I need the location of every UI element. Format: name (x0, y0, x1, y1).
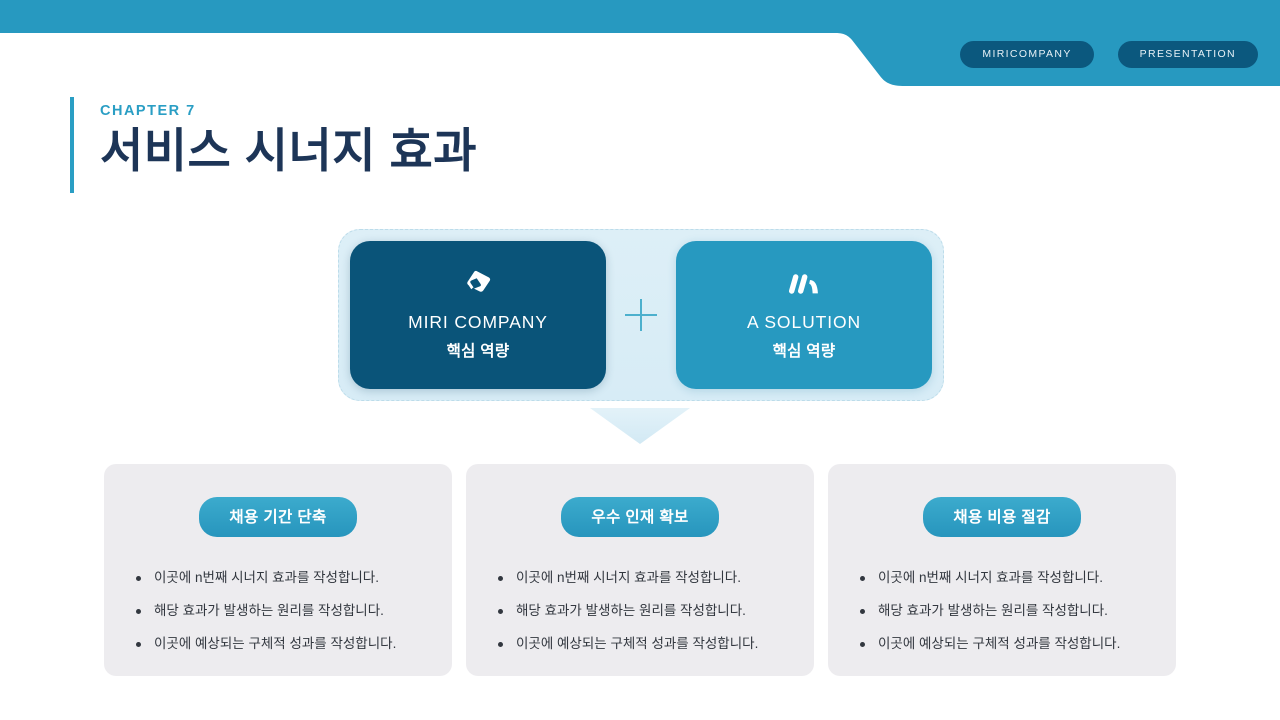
down-arrow-icon (590, 408, 690, 448)
list-item: 해당 효과가 발생하는 원리를 작성합니다. (858, 602, 1176, 620)
synergy-card-right-subtitle: 핵심 역량 (772, 343, 836, 360)
benefit-card[interactable]: 채용 비용 절감 이곳에 n번째 시너지 효과를 작성합니다. 해당 효과가 발… (828, 464, 1176, 676)
list-item: 이곳에 예상되는 구체적 성과를 작성합니다. (496, 635, 814, 653)
benefit-card[interactable]: 채용 기간 단축 이곳에 n번째 시너지 효과를 작성합니다. 해당 효과가 발… (104, 464, 452, 676)
benefit-bullet-list: 이곳에 n번째 시너지 효과를 작성합니다. 해당 효과가 발생하는 원리를 작… (104, 569, 452, 669)
synergy-diagram-container: MIRI COMPANY 핵심 역량 A SOLUTION 핵심 역량 (338, 229, 944, 401)
benefit-bullet-list: 이곳에 n번째 시너지 효과를 작성합니다. 해당 효과가 발생하는 원리를 작… (828, 569, 1176, 669)
benefit-pill: 채용 비용 절감 (923, 497, 1081, 537)
list-item: 이곳에 n번째 시너지 효과를 작성합니다. (858, 569, 1176, 587)
header-tag-group: MIRICOMPANY PRESENTATION (960, 41, 1258, 68)
list-item: 해당 효과가 발생하는 원리를 작성합니다. (134, 602, 452, 620)
hexagon-slash-logo-icon (462, 269, 494, 299)
list-item: 해당 효과가 발생하는 원리를 작성합니다. (496, 602, 814, 620)
synergy-card-miri-company[interactable]: MIRI COMPANY 핵심 역량 (350, 241, 606, 389)
synergy-card-left-subtitle: 핵심 역량 (446, 343, 510, 360)
benefit-card[interactable]: 우수 인재 확보 이곳에 n번째 시너지 효과를 작성합니다. 해당 효과가 발… (466, 464, 814, 676)
list-item: 이곳에 n번째 시너지 효과를 작성합니다. (134, 569, 452, 587)
benefit-pill: 우수 인재 확보 (561, 497, 719, 537)
list-item: 이곳에 n번째 시너지 효과를 작성합니다. (496, 569, 814, 587)
synergy-card-right-name: A SOLUTION (746, 312, 862, 332)
synergy-card-a-solution[interactable]: A SOLUTION 핵심 역량 (676, 241, 932, 389)
page-title-block: CHAPTER 7 서비스 시너지 효과 (70, 97, 477, 193)
chapter-label: CHAPTER 7 (100, 103, 196, 119)
list-item: 이곳에 예상되는 구체적 성과를 작성합니다. (134, 635, 452, 653)
header-tag-presentation[interactable]: PRESENTATION (1117, 41, 1258, 68)
plus-icon (619, 298, 663, 332)
header-tag-company[interactable]: MIRICOMPANY (960, 41, 1094, 68)
benefit-card-row: 채용 기간 단축 이곳에 n번째 시너지 효과를 작성합니다. 해당 효과가 발… (104, 464, 1176, 676)
list-item: 이곳에 예상되는 구체적 성과를 작성합니다. (858, 635, 1176, 653)
m-bars-logo-icon (788, 269, 820, 299)
synergy-card-left-name: MIRI COMPANY (408, 312, 548, 332)
benefit-bullet-list: 이곳에 n번째 시너지 효과를 작성합니다. 해당 효과가 발생하는 원리를 작… (466, 569, 814, 669)
benefit-pill: 채용 기간 단축 (199, 497, 357, 537)
page-title: 서비스 시너지 효과 (100, 124, 478, 177)
